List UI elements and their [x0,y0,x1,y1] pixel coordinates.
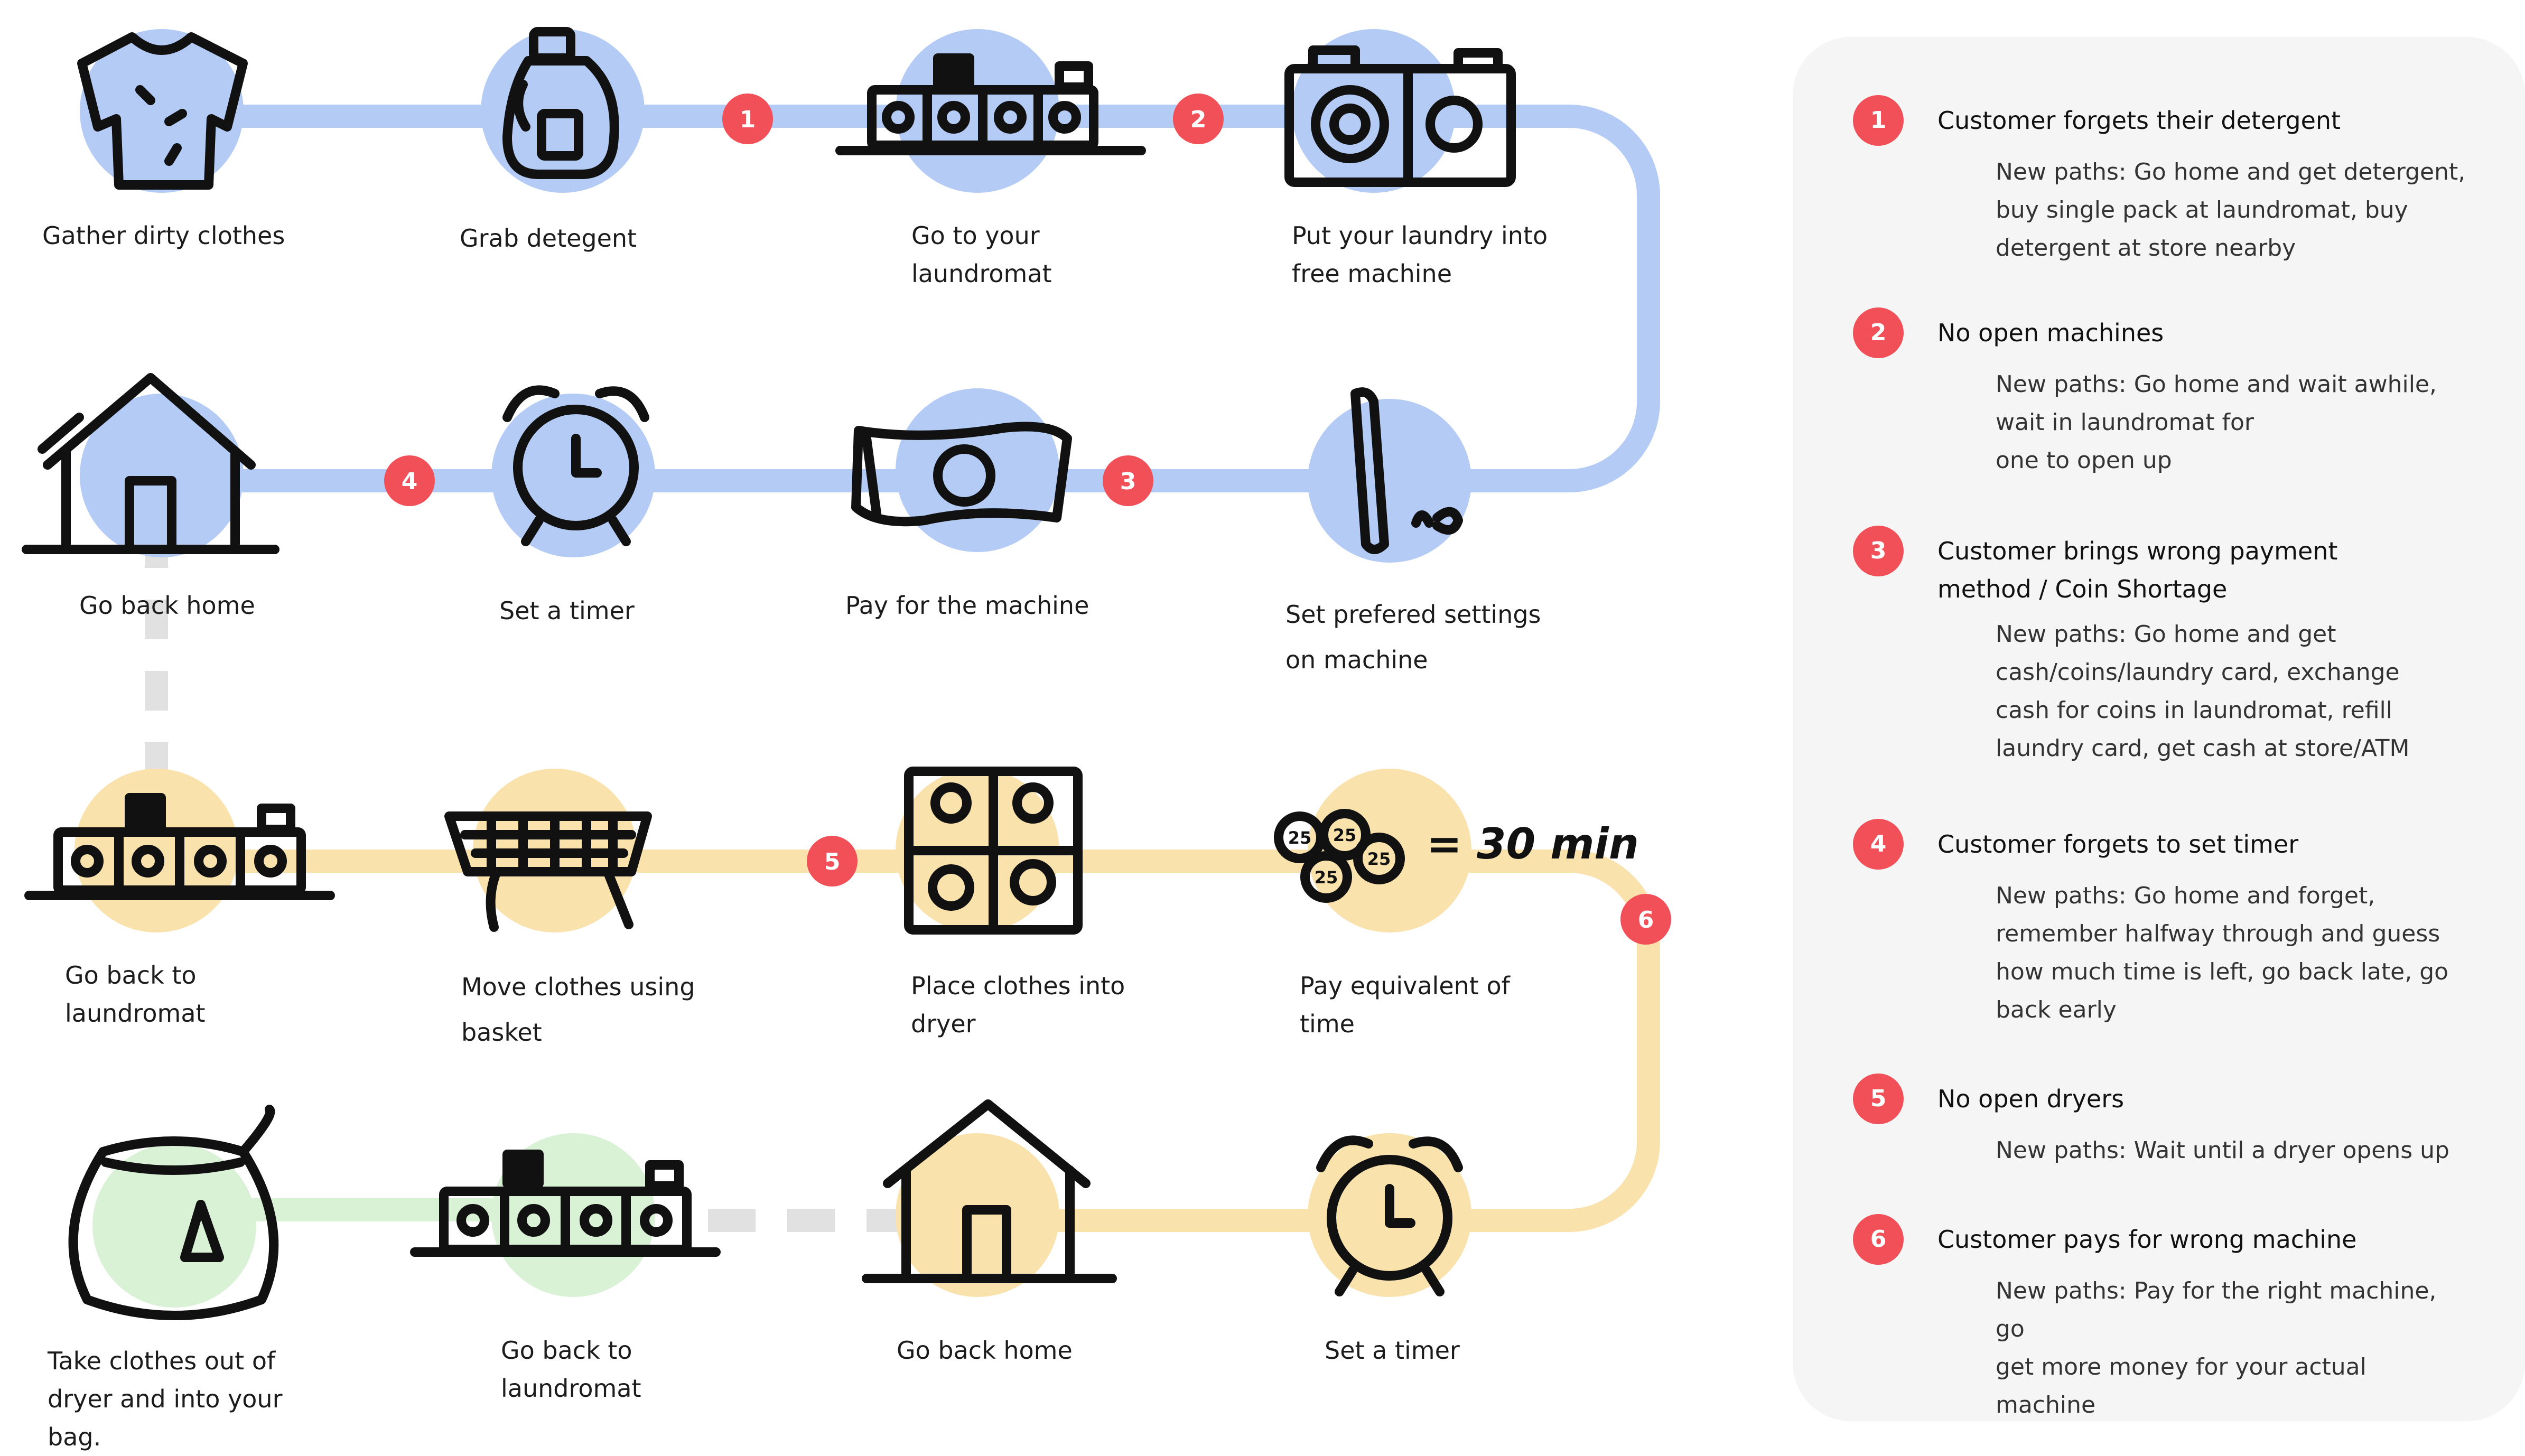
drying-path-line [147,850,1660,1232]
washing-machines-icon [410,1150,721,1257]
pain-point-body: New paths: Go home and wait awhile, wait… [1996,371,2437,474]
path-badge-1: 1 [722,94,773,144]
path-badge-6: 6 [1620,894,1671,945]
money-bill-icon [851,422,1072,527]
step-label: Go back to laundromat [501,1336,641,1403]
step-label: Go back to laundromat [65,961,206,1028]
pain-point-title: No open dryers [1937,1085,2125,1113]
step-circle [896,1133,1059,1297]
step-label: Take clothes out of dryer and into your … [48,1347,283,1451]
step-label: Set prefered settings on machine [1285,600,1541,674]
svg-text:6: 6 [1638,907,1654,934]
pain-point-badge: 5 [1853,1074,1904,1124]
step-label: Go back home [897,1336,1073,1365]
coins-icon [1274,809,1405,903]
step-label: Go back home [79,591,255,620]
svg-text:4: 4 [402,468,418,495]
path-badge-3: 3 [1103,455,1153,506]
pain-point-badge: 3 [1853,526,1904,576]
step-label: Grab detegent [460,224,637,253]
svg-text:2: 2 [1190,106,1207,133]
pain-point-title: Customer forgets their detergent [1937,106,2341,135]
coin-value: 25 [1367,849,1391,869]
step-label: Go to your laundromat [911,221,1052,288]
coins-time-note: = 30 min [1427,819,1639,869]
path-badge-2: 2 [1173,94,1224,144]
house-icon [22,373,279,554]
pain-point-body: New paths: Go home and get cash/coins/la… [1996,621,2410,762]
pain-point-title: No open machines [1937,319,2164,347]
step-label: Pay equivalent of time [1300,972,1510,1038]
washer-icon [1284,45,1516,187]
laundry-bag-icon [68,1105,279,1320]
coin-value: 25 [1315,867,1338,888]
step-label: Set a timer [1325,1336,1460,1365]
alarm-clock-icon [502,385,649,546]
washing-machines-icon [24,793,335,900]
dryer-stack-icon [904,767,1083,935]
step-circle [80,394,244,557]
pain-point-body: New paths: Go home and get detergent, bu… [1996,158,2466,262]
step-circle [92,1144,256,1308]
svg-text:3: 3 [1120,468,1136,495]
pain-point-title: Customer brings wrong payment method / C… [1937,537,2338,603]
pain-point-body: New paths: Go home and forget, remember … [1996,882,2449,1023]
coin-value: 25 [1288,828,1312,848]
svg-text:1: 1 [740,106,756,133]
step-circle [896,388,1059,552]
pain-points-panel: 1 Customer forgets their detergent New p… [1793,37,2525,1421]
step-label: Gather dirty clothes [42,221,285,250]
path-badge-4: 4 [384,455,435,506]
pain-point-badge: 4 [1853,819,1904,870]
pain-point-title: Customer forgets to set timer [1937,830,2299,858]
shirt-icon [77,32,248,190]
step-label: Pay for the machine [845,591,1089,620]
detergent-bottle-icon [502,27,619,179]
pain-point-badge: 1 [1853,95,1904,146]
house-icon [862,1099,1117,1283]
step-label: Set a timer [499,596,635,625]
step-label: Put your laundry into free machine [1292,221,1548,288]
alarm-clock-icon [1316,1135,1463,1296]
pain-point-badge: 6 [1853,1214,1904,1265]
pain-point-badge: 2 [1853,307,1904,358]
laundry-basket-icon [444,811,652,932]
settings-pen-icon [1350,387,1463,554]
svg-text:5: 5 [824,848,841,875]
pain-point-title: Customer pays for wrong machine [1937,1225,2357,1254]
coin-value: 25 [1333,825,1357,845]
step-label: Place clothes into dryer [911,972,1125,1038]
washing-path-line [147,105,1660,492]
pain-point-body: New paths: Pay for the right machine, go… [1996,1277,2437,1418]
step-label: Move clothes using basket [461,973,695,1047]
journey-flow: 25 25 25 25 = 30 min 1 2 3 4 5 6 [22,27,1671,1320]
path-badge-5: 5 [807,836,858,886]
washing-machines-icon [835,53,1146,155]
pain-point-body: New paths: Wait until a dryer opens up [1996,1137,2449,1164]
step-circle [1308,399,1471,563]
